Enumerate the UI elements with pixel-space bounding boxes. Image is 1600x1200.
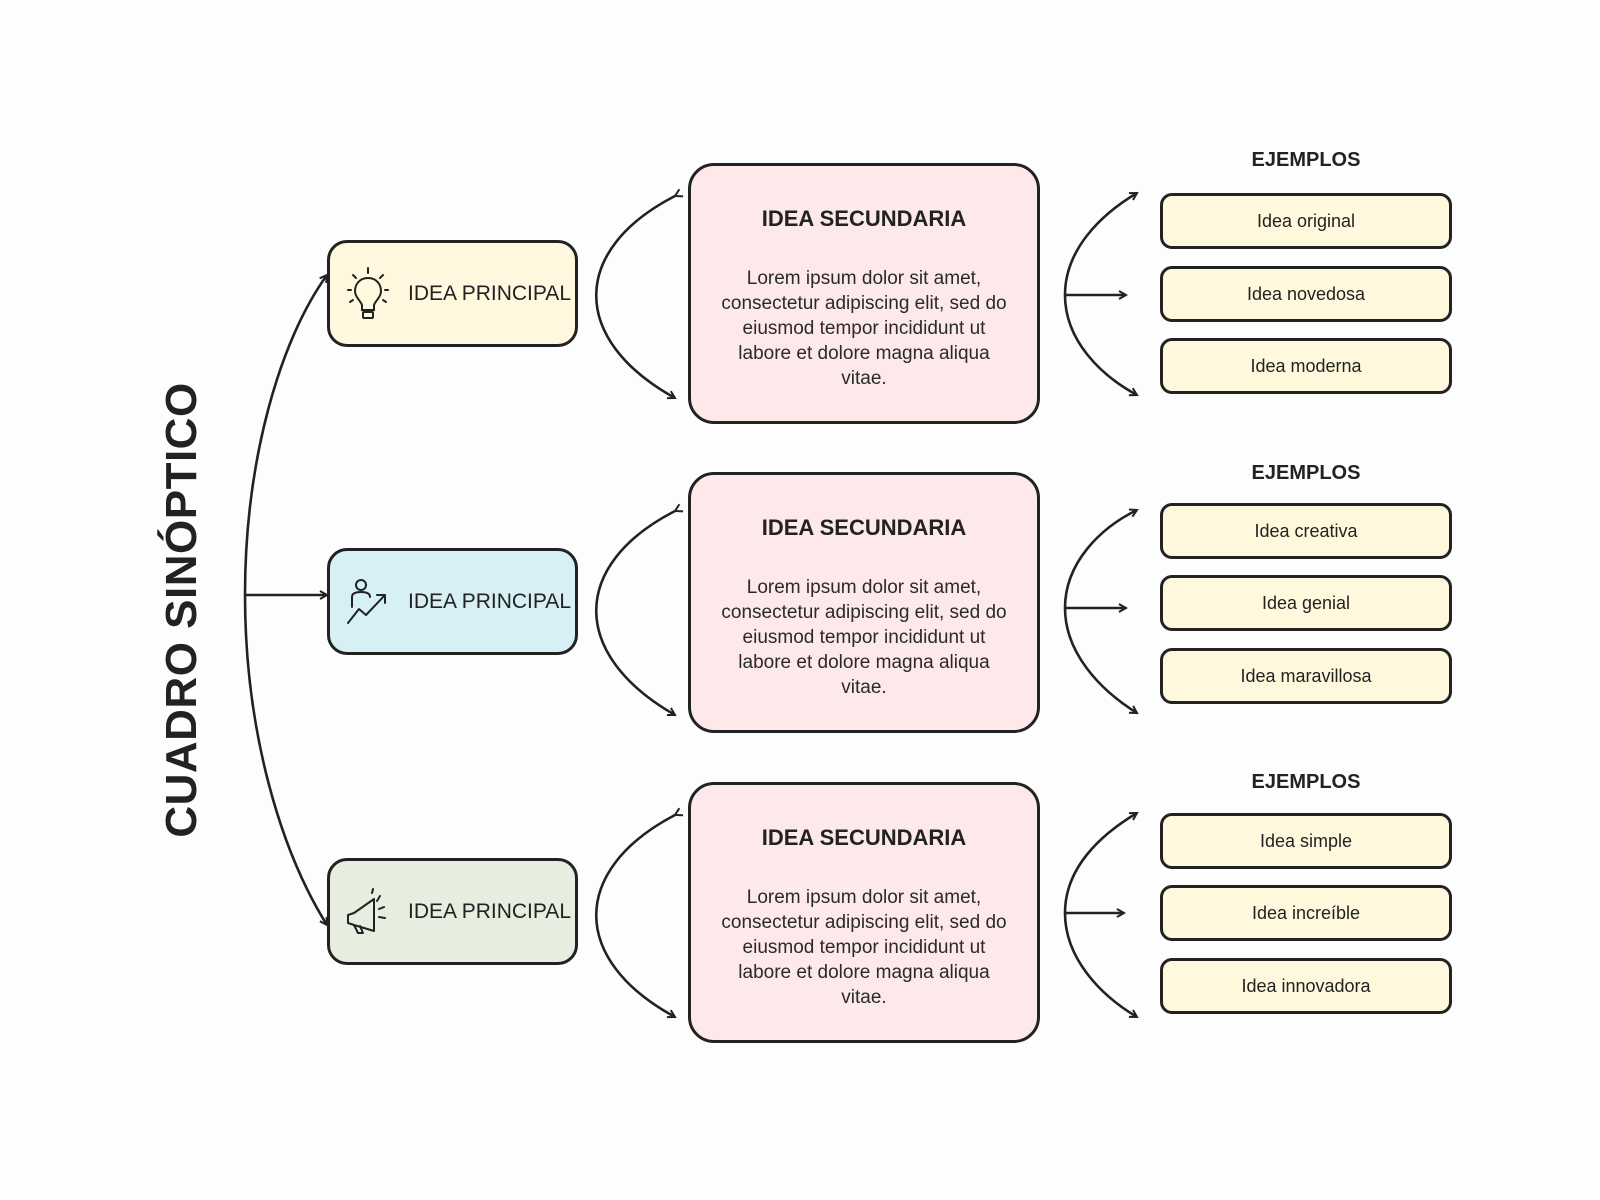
- arrow-secundaria-2-down: [1063, 607, 1137, 715]
- megaphone-icon: [344, 884, 392, 940]
- principal-box-2: IDEA PRINCIPAL: [327, 548, 578, 655]
- secundaria-body: Lorem ipsum dolor sit amet, consectetur …: [721, 577, 1007, 698]
- arrow-principal-1-to-secundaria-1: [595, 196, 675, 400]
- example-item: Idea genial: [1160, 575, 1452, 631]
- secundaria-title: IDEA SECUNDARIA: [761, 515, 967, 540]
- secundaria-box-1: IDEA SECUNDARIA Lorem ipsum dolor sit am…: [688, 163, 1040, 424]
- secundaria-box-3: IDEA SECUNDARIA Lorem ipsum dolor sit am…: [688, 782, 1040, 1043]
- arrow-title-to-principal-1: [243, 275, 327, 596]
- arrow-title-to-principal-3: [243, 594, 329, 925]
- principal-label: IDEA PRINCIPAL: [408, 589, 571, 613]
- example-item: Idea maravillosa: [1160, 648, 1452, 704]
- ejemplos-heading: EJEMPLOS: [1251, 149, 1361, 171]
- secundaria-title: IDEA SECUNDARIA: [761, 825, 967, 850]
- arrow-secundaria-1-up: [1063, 191, 1137, 296]
- example-item: Idea moderna: [1160, 338, 1452, 394]
- principal-label: IDEA PRINCIPAL: [408, 281, 571, 305]
- arrow-principal-3-to-secundaria-3: [595, 815, 675, 1017]
- example-item: Idea creativa: [1160, 503, 1452, 559]
- secundaria-box-2: IDEA SECUNDARIA Lorem ipsum dolor sit am…: [688, 472, 1040, 733]
- principal-box-1: IDEA PRINCIPAL: [327, 240, 578, 347]
- principal-label: IDEA PRINCIPAL: [408, 899, 571, 923]
- page-title: CUADRO SINÓPTICO: [157, 382, 206, 838]
- example-item: Idea simple: [1160, 813, 1452, 869]
- example-item: Idea innovadora: [1160, 958, 1452, 1014]
- example-item: Idea novedosa: [1160, 266, 1452, 322]
- arrow-secundaria-3-up: [1063, 811, 1137, 914]
- secundaria-body: Lorem ipsum dolor sit amet, consectetur …: [721, 887, 1007, 1008]
- secundaria-body: Lorem ipsum dolor sit amet, consectetur …: [721, 268, 1007, 389]
- arrow-secundaria-2-up: [1063, 510, 1137, 609]
- principal-box-3: IDEA PRINCIPAL: [327, 858, 578, 965]
- ejemplos-heading: EJEMPLOS: [1251, 462, 1361, 484]
- arrow-secundaria-3-down: [1063, 912, 1137, 1019]
- example-item: Idea original: [1160, 193, 1452, 249]
- example-item: Idea increíble: [1160, 885, 1452, 941]
- arrow-principal-2-to-secundaria-2: [595, 511, 675, 717]
- lightbulb-icon: [344, 266, 392, 322]
- growth-person-icon: [344, 574, 392, 630]
- arrow-secundaria-1-down: [1063, 294, 1137, 395]
- secundaria-title: IDEA SECUNDARIA: [761, 206, 967, 231]
- ejemplos-heading: EJEMPLOS: [1251, 771, 1361, 793]
